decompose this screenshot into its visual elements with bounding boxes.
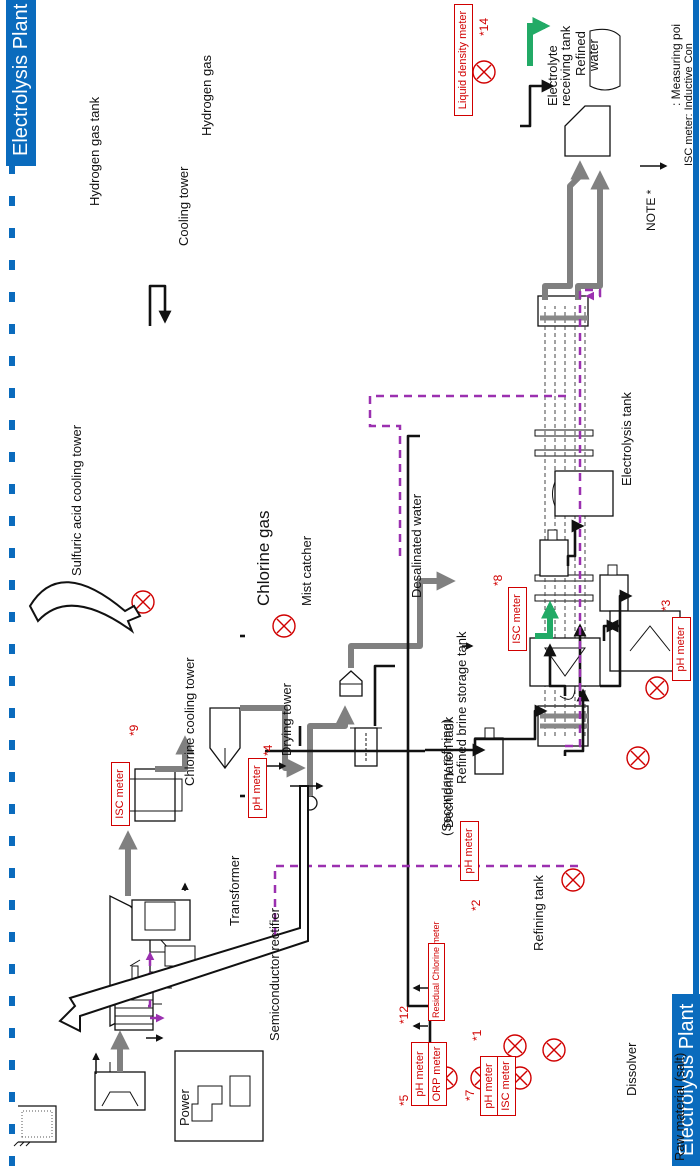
label-power: Power (177, 1089, 192, 1126)
power-supply (174, 1050, 264, 1142)
brine-flow-lines (110, 160, 610, 1072)
label-hydrogen-gas-tank: Hydrogen gas tank (87, 96, 102, 206)
label-hydrogen-gas: Hydrogen gas (199, 55, 214, 136)
label-refining-tank: Refining tank (531, 875, 546, 951)
label-raw-material: Raw material (salt) (672, 1052, 687, 1161)
label-dissolver: Dissolver (624, 1042, 639, 1096)
label-chlorine-gas: Chlorine gas (254, 510, 273, 606)
meter-ph-4-number: *4 (261, 744, 275, 756)
label-electrolysis-tank: Electrolysis tank (619, 392, 634, 486)
meter-ph-3-number: *3 (659, 599, 673, 611)
meter-isc-9-number: *9 (127, 724, 141, 736)
sulfuric-acid-cooling-tower (599, 564, 629, 612)
meter-ph-2-number: *2 (469, 899, 483, 911)
meter-orp-12-number: *12 (397, 1005, 411, 1024)
meter-isc-8: ISC meter (508, 587, 527, 651)
label-mist-catcher: Mist catcher (299, 535, 314, 606)
meter-residual-chlorine: Residual Chlorine meter (428, 921, 445, 1021)
label-desalinated-water: Desalinated water (409, 493, 424, 598)
transformer (131, 899, 191, 941)
meter-liquid-density-14-number: *14 (477, 17, 491, 36)
dechlorination-tank (350, 727, 382, 767)
label-drying-tower: Drying tower (279, 683, 294, 756)
cooling-tower (539, 529, 569, 577)
label-refined-water-2: water (586, 39, 601, 71)
meter-isc-9: ISC meter (111, 762, 130, 826)
hydrogen-gas-tank (552, 470, 614, 517)
meter-ph-2: pH meter (460, 821, 479, 881)
plant-boundary (9, 0, 699, 1166)
label-chlorine-cooling-tower: Chlorine cooling tower (182, 657, 197, 786)
label-electrolyte-2: receiving tank (558, 25, 573, 106)
plant-banner-top: Electrolysis Plant (6, 0, 36, 166)
note-isc-definition: ISC meter: Inductive Con (683, 43, 695, 166)
process-lines (148, 79, 633, 1074)
meter-orp-12: ORP meter (428, 1042, 447, 1106)
label-transformer: Transformer (227, 855, 242, 926)
meter-ph-3: pH meter (672, 617, 691, 681)
note-prefix: NOTE * (644, 189, 658, 231)
note-measuring-point: : Measuring poi (669, 23, 683, 106)
callout-arrows (28, 581, 309, 1033)
meter-ph-4: pH meter (248, 758, 267, 818)
brine-filter (339, 670, 363, 697)
label-dechlorination-tank: Dechlorination tank (441, 716, 456, 828)
secondary-refining-unit (127, 768, 183, 822)
meter-isc-7: ISC meter (497, 1056, 516, 1116)
label-refined-brine-storage: Refined brine storage tank (454, 631, 469, 784)
refined-brine-storage-tank (209, 707, 241, 770)
meter-isc-8-number: *8 (491, 574, 505, 586)
gas-lines (527, 17, 559, 639)
meter-ph-5-number: *5 (397, 1094, 411, 1106)
label-semiconductor-rectifier: Semiconductor rectifier (267, 908, 282, 1041)
meter-isc-7-number: *7 (463, 1089, 477, 1101)
raw-material-salt (13, 1105, 57, 1147)
meter-liquid-density-14: Liquid density meter (454, 4, 473, 116)
label-cooling-tower: Cooling tower (176, 166, 191, 247)
meter-ph-1-number: *1 (470, 1029, 484, 1041)
electrolyte-receiving-tank (564, 105, 611, 157)
label-sulfuric-acid-cooling-tower: Sulfuric acid cooling tower (69, 424, 84, 576)
refined-water-bubble (589, 28, 621, 91)
